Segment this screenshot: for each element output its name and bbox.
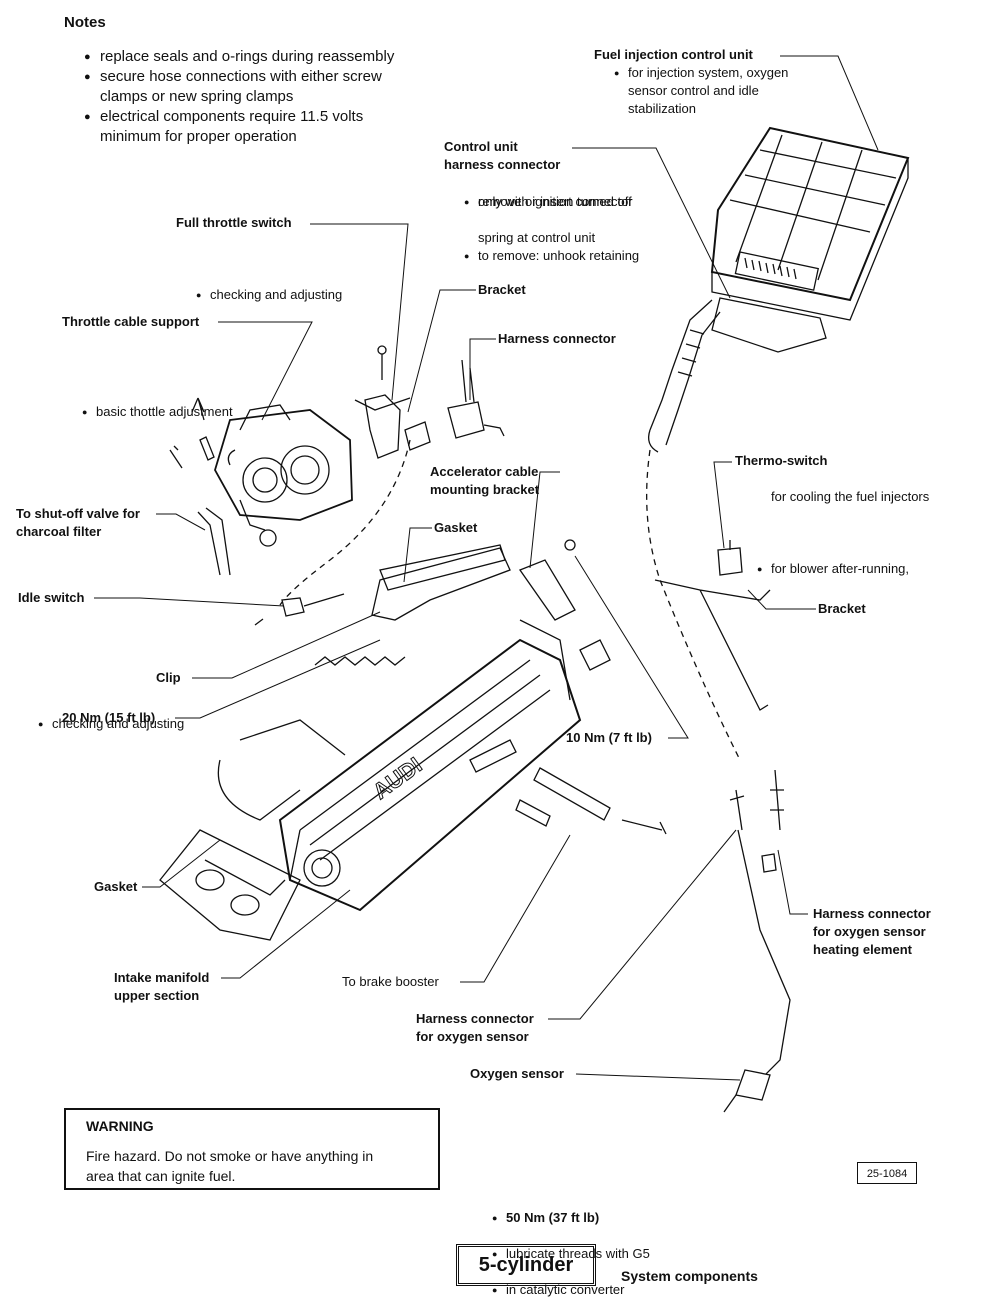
oxygen-sensor-drawing — [723, 769, 791, 1113]
leader-o2-sensor — [575, 1073, 741, 1081]
leader-harness-connector — [469, 338, 496, 400]
charcoal-hose-drawing — [197, 507, 231, 576]
leader-accel-bracket — [529, 471, 560, 569]
leader-intake — [221, 889, 351, 979]
warning-text-2: area that can ignite fuel. — [86, 1168, 236, 1184]
leader-o2-heater — [777, 849, 808, 915]
harness-main-note-3: to remove: unhook retaining — [464, 247, 992, 265]
intake-manifold-drawing — [159, 547, 611, 941]
figure-reference: 25-1084 — [857, 1162, 917, 1184]
thermo-note: for blower after-running, — [757, 560, 992, 578]
variant-label: 5-cylinder — [456, 1244, 596, 1286]
warning-box: WARNING Fire hazard. Do not smoke or hav… — [64, 1108, 440, 1190]
leader-gasket-bottom — [142, 839, 221, 888]
o2-harness-label: Harness connector — [416, 1011, 534, 1026]
o2-heater-label: Harness connector — [813, 906, 931, 921]
gasket-bottom-label: Gasket — [94, 879, 138, 894]
o2-sensor-note: lubricate threads with G5 — [492, 1245, 992, 1263]
harness-main-note-4: spring at control unit — [478, 230, 596, 245]
ecu-note-2: sensor control and idle — [628, 83, 759, 98]
ecu-note: for injection system, oxygen — [614, 64, 992, 82]
bracket-top-label: Bracket — [478, 282, 526, 297]
harness-main-note: remove or insert connector — [464, 193, 992, 211]
o2-heater-label-3: heating element — [813, 942, 912, 957]
ecu-note-3: stabilization — [628, 101, 696, 116]
brake-booster-hose-drawing — [515, 767, 667, 835]
harness-connector-drawing — [447, 359, 505, 439]
thermo-note-2: for cooling the fuel injectors — [771, 489, 930, 504]
bolt-drawing — [564, 539, 576, 551]
leader-clip — [192, 611, 381, 679]
idle-switch-drawing — [254, 593, 345, 626]
notes-list: replace seals and o-rings during reassem… — [84, 47, 394, 147]
leader-brake-booster — [460, 834, 571, 983]
bracket-right-label: Bracket — [818, 601, 866, 616]
leader-ecu — [780, 55, 879, 151]
o2-heater-label-2: for oxygen sensor — [813, 924, 926, 939]
harness-main-title-2: harness connector — [444, 157, 561, 172]
shutoff-label: To shut-off valve for — [16, 506, 140, 521]
gasket-top-label: Gasket — [434, 520, 478, 535]
torque-20-label: 20 Nm (15 ft lb) — [62, 710, 156, 725]
clip-label: Clip — [156, 670, 181, 685]
note-item-cont: clamps or new spring clamps — [100, 88, 294, 105]
note-item: replace seals and o-rings during reassem… — [84, 47, 394, 67]
o2-sensor-label: Oxygen sensor — [470, 1066, 564, 1081]
harness-route — [646, 449, 741, 761]
full-throttle-note: checking and adjusting — [196, 286, 992, 304]
note-item-cont: minimum for proper operation — [100, 128, 297, 145]
leader-shutoff — [156, 513, 206, 531]
leader-torque-10 — [574, 555, 689, 739]
intake-label: Intake manifold — [114, 970, 210, 985]
leader-harness-main — [572, 147, 731, 299]
gasket-top-drawing — [379, 544, 506, 591]
thermo-label: Thermo-switch — [735, 453, 828, 468]
thermo-switch-drawing — [654, 540, 771, 711]
leader-throttle-support — [218, 321, 313, 421]
torque-10-label: 10 Nm (7 ft lb) — [566, 730, 652, 745]
leader-idle-switch — [94, 597, 285, 607]
idle-switch-note: checking and adjusting — [38, 715, 992, 733]
intake-label-2: upper section — [114, 988, 200, 1003]
warning-text: Fire hazard. Do not smoke or have anythi… — [86, 1148, 374, 1164]
notes-title: Notes — [64, 14, 106, 31]
idle-switch-label: Idle switch — [18, 590, 85, 605]
o2-harness-label-2: for oxygen sensor — [416, 1029, 529, 1044]
harness-main-note-2: only with ignition turned off — [478, 194, 632, 209]
warning-title: WARNING — [86, 1118, 154, 1134]
note-item: electrical components require 11.5 volts — [84, 107, 394, 127]
leader-full-throttle — [310, 223, 409, 401]
leader-torque-20 — [175, 639, 381, 719]
throttle-cable-route — [279, 439, 411, 606]
shutoff-label-2: charcoal filter — [16, 524, 102, 539]
control-unit-harness-drawing — [647, 297, 827, 453]
harness-connector-label: Harness connector — [498, 331, 616, 346]
leader-bracket-right — [747, 589, 816, 610]
throttle-support-label: Throttle cable support — [62, 314, 200, 329]
accel-bracket-label-2: mounting bracket — [430, 482, 540, 497]
throttle-support-note: basic thottle adjustment — [82, 403, 992, 421]
leader-thermo — [713, 461, 732, 549]
footer-title: System components — [621, 1268, 758, 1284]
ecu-label: Fuel injection control unit — [594, 47, 753, 62]
harness-main-title: Control unit — [444, 139, 518, 154]
accelerator-bracket-drawing — [518, 559, 576, 621]
accel-bracket-label: Accelerator cable — [430, 464, 539, 479]
full-throttle-switch-drawing — [354, 345, 431, 459]
note-item: secure hose connections with either scre… — [84, 67, 394, 87]
o2-sensor-torque: 50 Nm (37 ft lb) — [492, 1209, 992, 1227]
leader-o2-harness — [548, 829, 737, 1020]
leader-gasket-top — [403, 527, 432, 583]
full-throttle-label: Full throttle switch — [176, 215, 292, 230]
brake-booster-label: To brake booster — [342, 974, 439, 989]
